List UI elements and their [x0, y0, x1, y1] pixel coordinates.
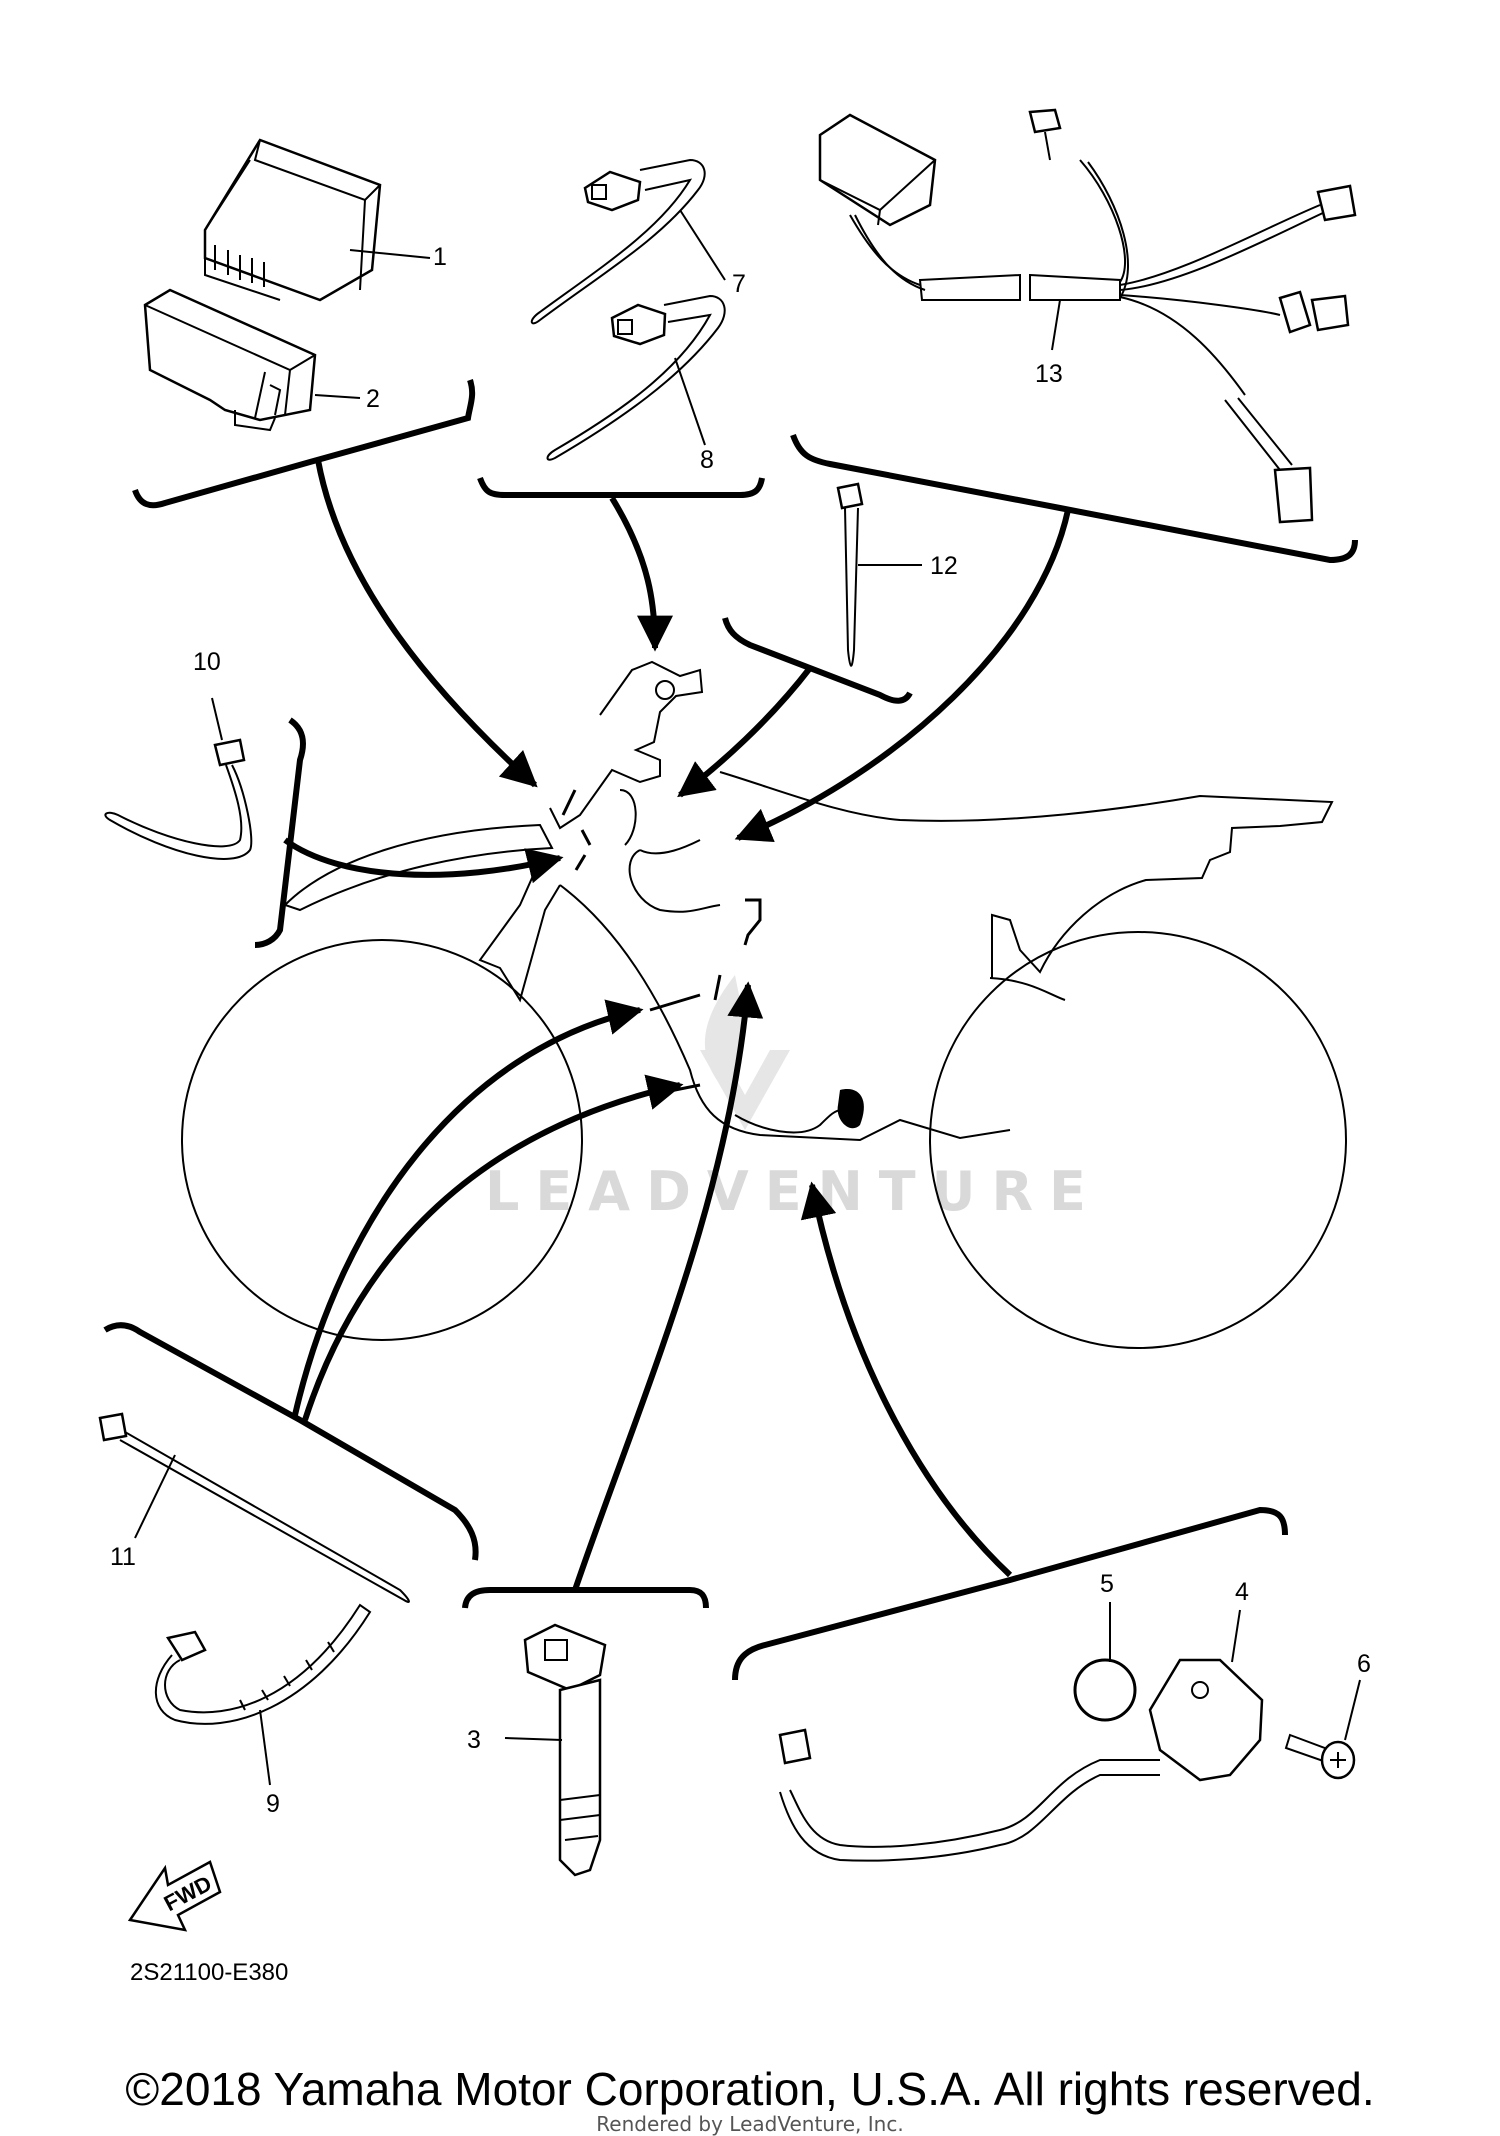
arrow-9-11-b	[302, 1074, 684, 1421]
leader-arrows	[283, 459, 1071, 1591]
label-part-2: 2	[366, 385, 380, 413]
part-5-o-ring	[1073, 1658, 1137, 1722]
label-part-12: 12	[930, 552, 958, 580]
sensor-wire-on-bike	[734, 1109, 843, 1134]
arrow-1-2	[315, 459, 538, 788]
rear-wheel	[929, 931, 1347, 1349]
arrow-9-11-a	[292, 999, 644, 1416]
bracket-part-3	[462, 1587, 709, 1609]
motorcycle-outline	[181, 660, 1347, 1349]
bracket-part-10	[254, 717, 306, 948]
head-stay	[549, 660, 704, 830]
sensor-on-bike	[837, 1089, 864, 1129]
group-brackets	[103, 379, 1358, 1681]
wire-pieces	[561, 789, 722, 1097]
label-part-7: 8	[700, 446, 714, 474]
arrow-3	[572, 981, 764, 1591]
watermark: LEADVENTURE	[485, 975, 1102, 1223]
bracket-parts-9-11	[103, 1322, 479, 1561]
label-part-5: 5	[1100, 1570, 1114, 1598]
part-1-cdi-unit	[203, 138, 382, 302]
label-part-10: 10	[193, 648, 221, 676]
part-8-coupler-strap	[530, 158, 706, 325]
arrow-7-8	[609, 496, 673, 652]
arrow-13	[734, 509, 1071, 843]
label-part-6: 6	[1357, 1650, 1371, 1678]
bracket-parts-1-2	[132, 379, 476, 509]
fork	[478, 859, 561, 1003]
tank-seat-line	[719, 771, 1334, 978]
part-labels: 1 2 7 8 13 12 10 11 9 3 5 4 6	[110, 243, 1371, 1818]
label-part-9: 9	[266, 1790, 280, 1818]
label-part-3: 3	[467, 1726, 481, 1754]
label-part-1: 1	[433, 243, 447, 271]
bracket-part-12	[722, 617, 913, 704]
rendered-by-notice: Rendered by LeadVenture, Inc.	[596, 2112, 904, 2136]
part-10-coupler-strap	[104, 738, 253, 860]
diagram-code: 2S21100-E380	[130, 1959, 288, 1986]
bracket-parts-7-8	[477, 476, 765, 498]
arrow-10	[283, 837, 564, 884]
copyright-notice: ©2018 Yamaha Motor Corporation, U.S.A. A…	[125, 2063, 1375, 2115]
front-wheel	[181, 939, 583, 1341]
arrow-12	[677, 666, 813, 798]
label-leaders	[134, 209, 1361, 1786]
part-3-ignition-coil	[523, 1623, 607, 1877]
bracket-part-13	[790, 433, 1358, 564]
watermark-text: LEADVENTURE	[485, 1160, 1102, 1223]
label-part-4: 4	[1235, 1578, 1249, 1606]
head-stay-hole	[655, 680, 675, 700]
arrow-4-6	[800, 1181, 1013, 1578]
part-12-cable-tie	[836, 482, 864, 667]
part-6-bolt	[1284, 1733, 1356, 1780]
part-9-band	[154, 1603, 372, 1725]
label-part-11: 11	[110, 1543, 136, 1571]
part-2-relay	[143, 288, 317, 432]
part-4-sensor	[778, 1658, 1264, 1862]
center-harness	[619, 789, 721, 913]
part-11-cable-tie	[98, 1412, 410, 1603]
part-7-coupler-strap	[546, 294, 726, 461]
side-panel	[989, 977, 1066, 1001]
coil-on-bike	[743, 898, 762, 946]
part-13-wire-harness	[818, 108, 1357, 524]
bracket-parts-4-6	[732, 1506, 1288, 1681]
frame-lines	[559, 884, 1011, 1142]
label-part-8: 7	[732, 270, 746, 298]
fwd-arrow-icon: FWD	[127, 1860, 222, 1932]
label-part-13: 13	[1035, 360, 1063, 388]
